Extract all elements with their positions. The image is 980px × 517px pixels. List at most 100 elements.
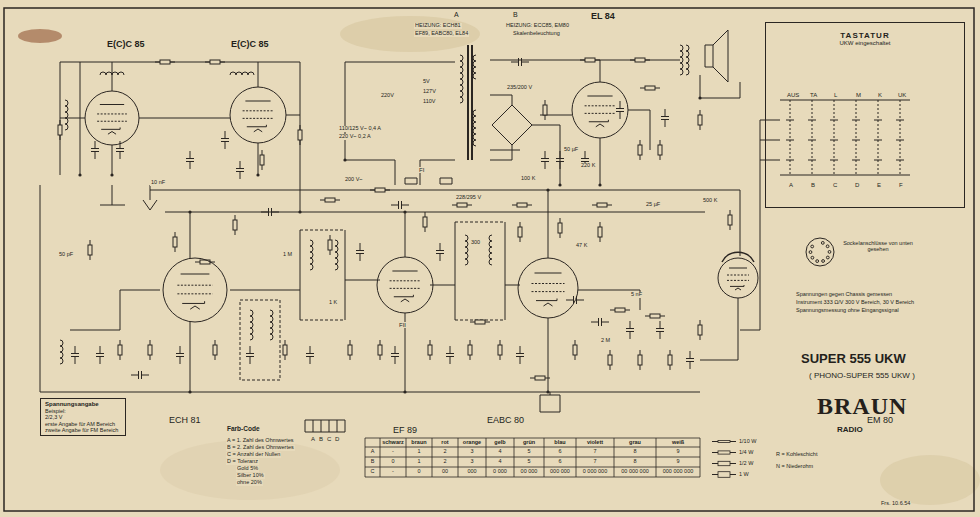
components bbox=[58, 45, 904, 394]
schematic-label: HEIZUNG: ECC85, EM80 bbox=[505, 23, 570, 29]
capacitor-symbol bbox=[131, 371, 149, 379]
resistor-symbol bbox=[712, 470, 736, 479]
resistor-symbol bbox=[298, 130, 302, 140]
schematic-label: C bbox=[832, 182, 838, 188]
resistor-symbol bbox=[635, 58, 645, 62]
schematic-label: UK bbox=[897, 92, 907, 98]
schematic-label: AUS bbox=[786, 92, 800, 98]
table-rule bbox=[458, 438, 459, 477]
coil-symbol bbox=[60, 340, 63, 364]
socket-pin bbox=[826, 256, 829, 259]
table-header: grau bbox=[615, 440, 655, 446]
schematic-label: 5 nF bbox=[630, 292, 643, 298]
resistor-symbol bbox=[658, 145, 662, 155]
resistor-symbol bbox=[698, 115, 702, 125]
resistor-body bbox=[718, 451, 730, 454]
resistor-symbol bbox=[468, 345, 472, 355]
table-rule bbox=[700, 438, 701, 477]
table-cell: 0 bbox=[407, 469, 431, 475]
tube-heater bbox=[254, 129, 262, 132]
legend-text: 1/4 W bbox=[739, 450, 753, 456]
schematic-label: F bbox=[898, 182, 904, 188]
tube-grid bbox=[243, 111, 274, 119]
schematic-label: L bbox=[833, 92, 838, 98]
schematic-label: 220 K bbox=[580, 163, 596, 169]
schematic-label: 228/295 V bbox=[455, 195, 482, 201]
socket-pin bbox=[811, 245, 814, 248]
tube-grid bbox=[177, 285, 212, 294]
table-cell: 00 bbox=[433, 469, 457, 475]
schematic-label: E(C)C 85 bbox=[106, 40, 146, 49]
capacitor-symbol bbox=[516, 346, 524, 364]
coil-symbol bbox=[250, 310, 253, 340]
box-text: UKW eingeschaltet bbox=[766, 40, 964, 47]
table-cell: 2 bbox=[433, 449, 457, 455]
box-heading: Spannungsangabe bbox=[45, 401, 121, 408]
resistor-symbol bbox=[283, 345, 287, 355]
coil-symbol bbox=[473, 110, 476, 146]
tube-heater bbox=[596, 124, 604, 127]
schematic-label: 200 V~ bbox=[344, 177, 364, 183]
resistor-lead bbox=[712, 441, 736, 442]
resistor-body bbox=[718, 441, 730, 443]
resistor-symbol bbox=[160, 60, 170, 64]
table-cell: 000 bbox=[459, 469, 485, 475]
resistor-symbol bbox=[213, 345, 217, 355]
socket-pin bbox=[828, 251, 831, 254]
tube-plate bbox=[587, 96, 612, 97]
socket-pin bbox=[826, 245, 829, 248]
tube-envelope bbox=[85, 91, 139, 145]
coil-symbol bbox=[473, 55, 476, 79]
resistor-body bbox=[718, 472, 730, 478]
socket-pin bbox=[811, 256, 814, 259]
schematic-label: D bbox=[854, 182, 860, 188]
box-heading: TASTATUR bbox=[766, 31, 964, 40]
socket-pin bbox=[816, 260, 819, 263]
legend-entry: 1 W bbox=[712, 470, 749, 479]
resistor-symbol bbox=[615, 308, 625, 312]
table-cell: 3 bbox=[459, 459, 485, 465]
tube-cathode bbox=[247, 125, 267, 127]
schematic-label: EF 89 bbox=[392, 426, 418, 435]
table-cell: A bbox=[366, 449, 379, 455]
capacitor-symbol bbox=[96, 346, 104, 364]
capacitor-symbol bbox=[591, 318, 609, 326]
table-cell: C bbox=[366, 469, 379, 475]
resistor-symbol bbox=[348, 345, 352, 355]
box-text: erste Angabe für AM Bereich bbox=[45, 421, 121, 427]
resistor-symbol bbox=[173, 237, 177, 247]
table-rule bbox=[656, 438, 657, 477]
table-cell: 0 000 000 bbox=[577, 469, 613, 475]
capacitor-symbol bbox=[626, 321, 634, 339]
tube-plate bbox=[392, 271, 417, 272]
schematic-label: 500 K bbox=[702, 198, 718, 204]
junction-dot bbox=[256, 173, 259, 176]
table-cell: 000 000 000 bbox=[657, 469, 699, 475]
resistor-symbol bbox=[260, 155, 264, 165]
resistor-symbol bbox=[712, 448, 736, 457]
tube-grid bbox=[585, 106, 616, 114]
capacitor-symbol bbox=[661, 109, 669, 127]
switch-contact bbox=[852, 120, 860, 160]
junction-dot bbox=[110, 173, 113, 176]
resistor-symbol bbox=[638, 145, 642, 155]
table-cell: 5 bbox=[515, 459, 543, 465]
capacitor-symbol bbox=[356, 243, 364, 261]
legend-entry: 1/4 W bbox=[712, 448, 753, 457]
junction-dot bbox=[298, 210, 301, 213]
capacitor-symbol bbox=[186, 151, 194, 169]
resistor-symbol bbox=[428, 345, 432, 355]
coil-symbol bbox=[489, 235, 492, 265]
resistor-symbol bbox=[498, 345, 502, 355]
table-cell: 6 bbox=[545, 449, 575, 455]
schematic-label: C bbox=[326, 436, 332, 442]
table-cell: 3 bbox=[459, 449, 485, 455]
stain bbox=[340, 16, 480, 52]
legend-entry: 1/2 W bbox=[712, 459, 753, 468]
table-rule bbox=[614, 438, 615, 477]
resistor-symbol bbox=[325, 198, 335, 202]
socket-pin bbox=[809, 251, 812, 254]
schematic-label: Spannungen gegen Chassis gemessen bbox=[795, 292, 893, 298]
tube-envelope bbox=[163, 258, 227, 322]
